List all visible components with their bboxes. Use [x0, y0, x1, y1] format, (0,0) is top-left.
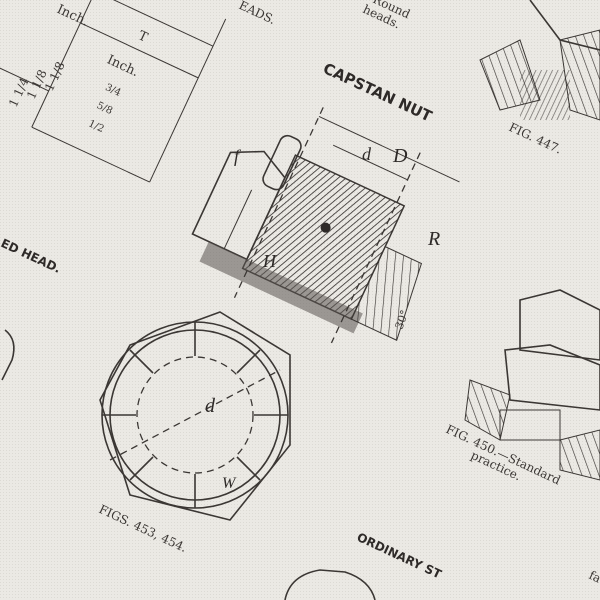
dimension-H: H [262, 251, 277, 271]
figure-447-drawing [479, 0, 600, 121]
dimension-R: R [427, 228, 440, 250]
ordinary-stud-drawing [284, 569, 376, 600]
capstan-nut-side-view [191, 107, 460, 344]
capstan-nut-top-view [99, 311, 291, 521]
figure-450-drawing [464, 289, 600, 481]
partial-drawing-left [1, 329, 15, 381]
dimension-D: D [392, 145, 408, 167]
dimension-d-top: d [362, 144, 372, 164]
dimension-d-circle: d [205, 395, 216, 417]
dimension-f: f [234, 146, 242, 166]
dimension-angle: 30° [393, 308, 412, 331]
dimension-W: W [222, 475, 237, 492]
fa-fragment: fa [587, 568, 600, 586]
